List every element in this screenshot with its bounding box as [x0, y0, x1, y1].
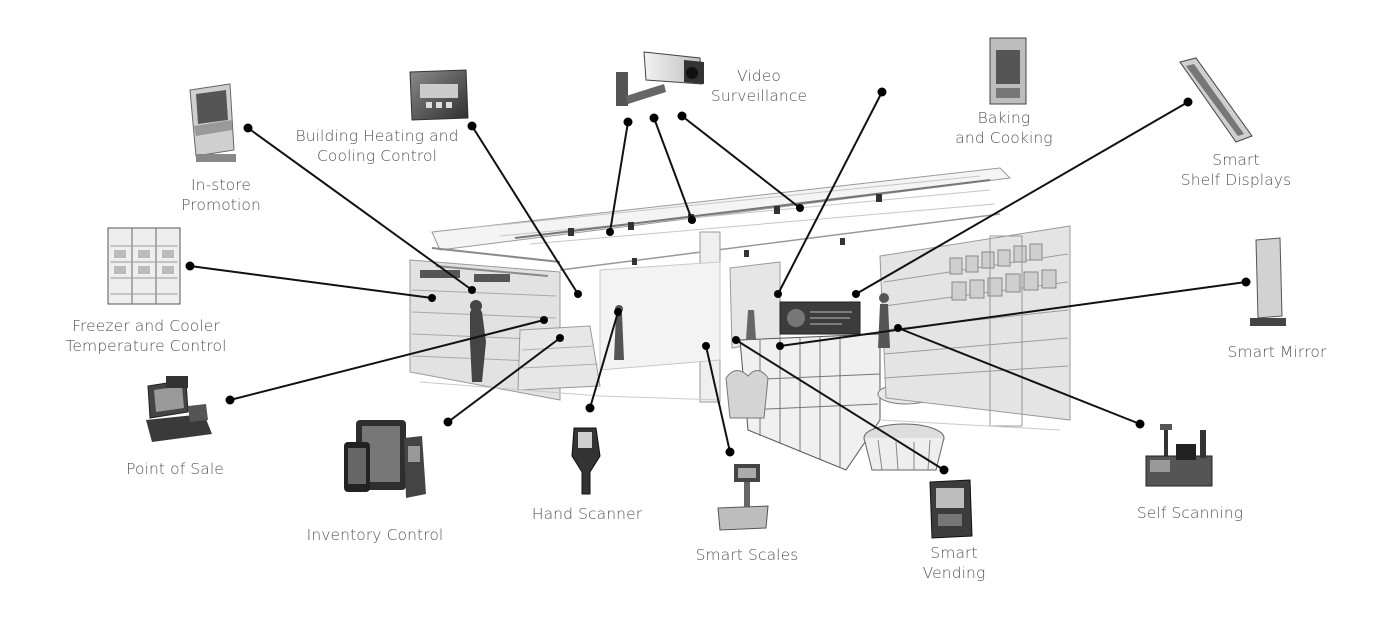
connector-dots: [185, 87, 1251, 475]
label-inventory-control: Inventory Control: [307, 525, 444, 545]
label-line: Self Scanning: [1136, 504, 1244, 522]
label-line: Cooling Control: [317, 147, 437, 165]
pos-terminal-icon: [146, 376, 212, 442]
label-line: Temperature Control: [65, 337, 227, 355]
scale-icon: [717, 464, 769, 531]
connector-point-of-sale: [229, 319, 545, 401]
kiosk-icon: [189, 83, 236, 162]
label-line: Point of Sale: [126, 460, 224, 478]
vending-machine-icon: [929, 479, 973, 539]
label-line: Surveillance: [710, 87, 808, 105]
connector-building-heating: [471, 125, 579, 295]
shelf-display-icon: [1179, 57, 1253, 143]
connector-video-surveillance-3: [681, 115, 801, 209]
freezer-icon: [107, 227, 181, 305]
connector-video-surveillance-1: [609, 121, 629, 233]
connector-self-scanning: [897, 327, 1141, 425]
label-line: In-store: [190, 176, 251, 194]
connector-in-store-promotion: [247, 127, 473, 291]
connector-smart-vending: [735, 339, 945, 471]
label-line: Video: [737, 67, 781, 85]
connector-freezer-cooler: [189, 265, 433, 299]
connector-inventory-control: [447, 337, 561, 423]
label-hand-scanner: Hand Scanner: [532, 504, 642, 524]
inventory-devices-icon: [344, 420, 426, 498]
label-line: Smart: [1212, 151, 1260, 169]
label-point-of-sale: Point of Sale: [126, 459, 224, 479]
label-self-scanning: Self Scanning: [1137, 503, 1243, 523]
label-line: Smart Mirror: [1227, 343, 1327, 361]
thermostat-control-icon: [409, 69, 469, 121]
video-camera-icon: [616, 51, 704, 106]
connector-lines: [189, 91, 1247, 471]
label-smart-scales: Smart Scales: [696, 545, 799, 565]
label-line: Smart Scales: [695, 546, 799, 564]
connector-video-surveillance-2: [653, 117, 693, 221]
label-line: Building Heating and: [295, 127, 459, 145]
label-line: Freezer and Cooler: [72, 317, 220, 335]
label-line: Vending: [922, 564, 986, 582]
label-line: Shelf Displays: [1180, 171, 1292, 189]
oven-icon: [989, 37, 1027, 105]
label-smart-mirror: Smart Mirror: [1228, 342, 1327, 362]
connector-baking-cooking: [777, 91, 883, 295]
label-baking-cooking: Baking and Cooking: [955, 108, 1052, 148]
label-line: Inventory Control: [306, 526, 444, 544]
label-line: Baking: [977, 109, 1031, 127]
self-checkout-icon: [1145, 424, 1213, 487]
connector-hand-scanner: [589, 311, 619, 409]
label-line: and Cooking: [955, 129, 1053, 147]
label-line: Hand Scanner: [531, 505, 643, 523]
mirror-icon: [1250, 237, 1286, 326]
connector-smart-scales: [705, 345, 731, 453]
connector-smart-shelf: [855, 101, 1189, 295]
hand-scanner-icon: [571, 427, 601, 495]
label-line: Promotion: [181, 196, 261, 214]
connector-smart-mirror: [779, 281, 1247, 347]
label-line: Smart: [930, 544, 978, 562]
